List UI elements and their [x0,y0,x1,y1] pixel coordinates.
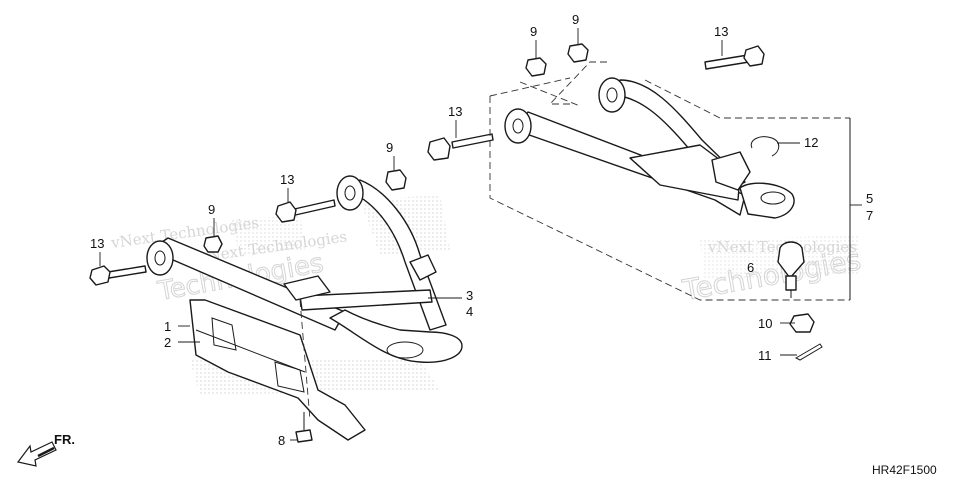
front-direction-label: FR. [54,432,75,447]
callout-13-upper-left: 13 [448,104,462,119]
lower-arm-hardware [89,169,407,443]
diagram-code: HR42F1500 [872,463,937,477]
reference-frame [299,61,851,421]
lower-arm-assembly [146,175,463,441]
callout-8: 8 [278,433,285,448]
callout-2: 2 [164,335,171,350]
callout-9-lower-left: 9 [208,202,215,217]
upper-arm-hardware [427,43,823,361]
callout-4: 4 [466,304,473,319]
callout-7: 7 [866,208,873,223]
front-direction-indicator: FR. [16,432,75,467]
callouts: 1 2 3 4 5 6 7 8 9 9 9 9 10 11 12 13 13 1… [90,12,873,448]
callout-9-upper-right: 9 [572,12,579,27]
callout-5: 5 [866,191,873,206]
callout-3: 3 [466,288,473,303]
callout-9-upper-left: 9 [530,24,537,39]
upper-arm-assembly [504,77,795,219]
callout-13-lower-left: 13 [90,236,104,251]
callout-1: 1 [164,319,171,334]
callout-12: 12 [804,135,818,150]
callout-11: 11 [758,348,772,363]
callout-13-lower-upper: 13 [280,172,294,187]
callout-9-lower-right: 9 [386,140,393,155]
callout-10: 10 [758,316,772,331]
callout-13-upper-right: 13 [714,24,728,39]
front-arrow-icon [16,441,57,467]
callout-6: 6 [747,260,754,275]
leader-lines [99,28,862,441]
